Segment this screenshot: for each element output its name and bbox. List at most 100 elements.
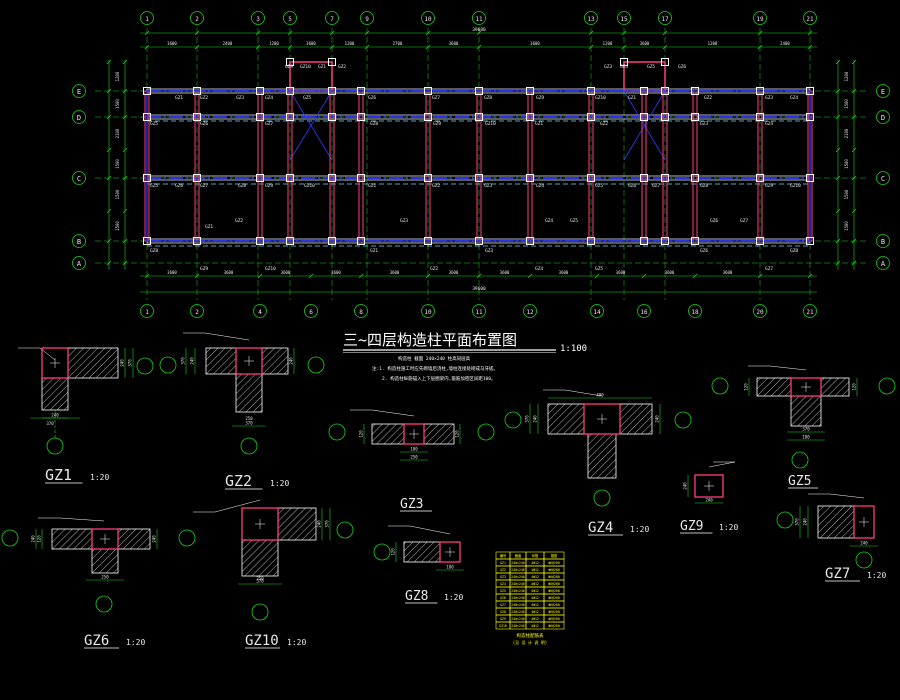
stair-cross [623,90,666,161]
plan-column [328,174,336,182]
table-cell-text: Φ6@200 [548,610,560,614]
dim-tick [194,30,200,36]
table-cell-text: Φ6@200 [548,617,560,621]
leader-line [350,409,415,417]
detail-axis-bubble [136,357,154,375]
plan-tag: GZ8 [700,183,708,189]
plan-tag: GZ4 [620,64,628,70]
plan-tag: GZ2 [235,218,243,224]
detail-axis-bubble [46,437,64,455]
plan-column [661,58,669,66]
dim-tick [329,30,335,36]
axis-label-top: 5 [288,16,292,23]
plan-tag: GZ8 [484,95,492,101]
plan-tag: GZ3 [765,95,773,101]
dim-text-top: 1200 [345,41,355,46]
plan-column [526,87,534,95]
plan-column [193,113,201,121]
plan-column [661,174,669,182]
column-section [694,474,724,498]
table-cell-text: 纵筋 [532,553,538,558]
detail-axis-bubble [307,356,325,374]
detail-scale-gz2: 1:20 [270,479,289,488]
detail-scale-gz9: 1:20 [719,523,738,532]
plan-column [620,58,628,66]
column-section [403,423,425,445]
dim-text-bottom: 3600 [665,270,675,275]
table-cell-text: 240×240 [511,561,525,565]
axis-bubble-bottom [354,304,368,318]
detail-label-gz5: GZ5 [788,474,811,489]
detail-dim-text: 240 [705,498,713,503]
dim-text-side-right: 1500 [844,99,849,109]
detail-label-gz1: GZ1 [45,466,72,484]
plan-column [756,174,764,182]
dim-text-top: 1200 [708,41,718,46]
table-cell-text: Φ6@200 [548,603,560,607]
axis-label-right: E [881,88,885,96]
plan-column [328,87,336,95]
dim-text-top: 3600 [640,41,650,46]
plan-tag: GZ6 [628,183,636,189]
plan-tag: GZ1 [318,64,326,70]
table-cell-text: 240×240 [511,568,525,572]
plan-tag: GZ2 [430,266,438,272]
detail-axis-bubble [373,543,391,561]
plan-tag: GZ4 [536,183,544,189]
detail-axis-bubble [855,551,873,569]
wall-hatch [619,403,653,435]
detail-scale-gz10: 1:20 [287,638,306,647]
detail-scale-gz1: 1:20 [90,473,109,482]
plan-column [475,174,483,182]
detail-dim-text: 120 [852,383,857,391]
detail-scale-gz7: 1:20 [867,571,886,580]
plan-column [475,237,483,245]
detail-axis-bubble [336,521,354,539]
plan-tag: GZ9 [536,95,544,101]
axis-bubble-bottom [803,304,817,318]
axis-label-bottom: 10 [424,309,432,316]
column-section [583,403,621,435]
plan-tag: GZ8 [370,121,378,127]
detail-scale-gz6: 1:20 [126,638,145,647]
plan-tag: GZ6 [700,248,708,254]
dim-text-side-right: 1500 [844,221,849,231]
dim-tick [757,273,763,279]
plan-column [357,174,365,182]
dim-tick [851,147,857,153]
dim-tick [122,175,128,181]
axis-bubble-bottom [140,304,154,318]
axis-bubble-top [325,11,339,25]
axis-label-left: A [77,260,82,268]
table-cell-text: Φ6@200 [548,568,560,572]
plan-column [640,113,648,121]
plan-column [357,237,365,245]
wall-hatch [235,373,263,413]
axis-bubble-right [876,171,890,185]
detail-dim-text: 250 [101,575,109,580]
plan-column [286,113,294,121]
detail-dim-text: 240 [152,535,157,543]
plan-walls [144,61,813,247]
axis-bubble-top [360,11,374,25]
leader-line [38,517,105,522]
table-cell-text: GZ3 [500,575,506,579]
dim-tick [122,114,128,120]
table-cell-text: GZ10 [499,624,507,628]
axis-bubble-left [72,234,86,248]
wall-hatch [51,528,93,550]
plan-tag: GZ10 [485,121,496,127]
axis-label-bottom: 2 [195,309,199,316]
plan-column [756,87,764,95]
plan-column [193,174,201,182]
dim-tick [851,59,857,65]
plan-column [661,87,669,95]
detail-axis-bubble [878,377,896,395]
column-section [241,507,279,541]
table-cell-text: 4Φ12 [531,603,539,607]
detail-dim-text: 370 [325,520,330,528]
axis-label-left: D [77,114,81,122]
axis-label-top: 7 [330,16,334,23]
